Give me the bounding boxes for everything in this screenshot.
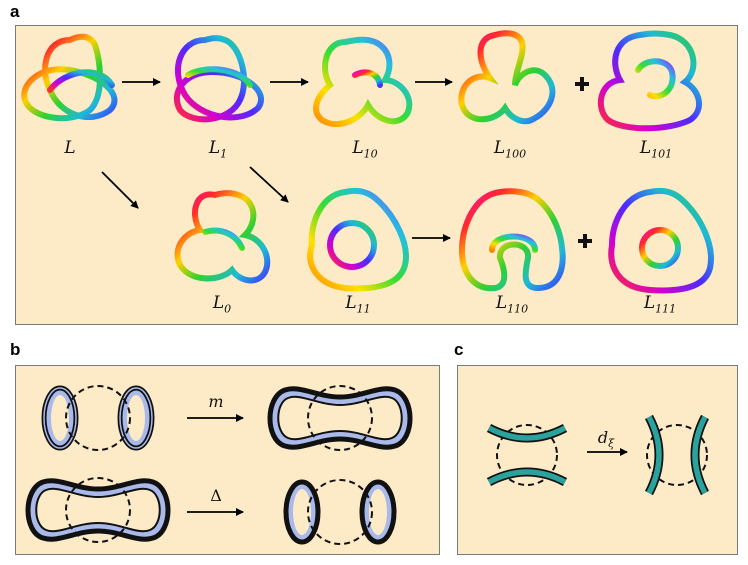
- knot-L11: [307, 187, 409, 292]
- label-L110: L110: [495, 293, 529, 316]
- label-L111: L111: [643, 293, 677, 316]
- arcs-vertical: [644, 414, 710, 496]
- arrow-L1-L11: [249, 166, 289, 203]
- merged-circle-bottom-left: [25, 477, 171, 543]
- arrow-L-L0: [101, 171, 139, 209]
- knot-L: [21, 33, 118, 122]
- knot-L101: [597, 30, 702, 132]
- label-L101: L101: [639, 138, 673, 161]
- knot-L10: [313, 36, 413, 127]
- knot-L1: [173, 35, 264, 123]
- plus-icon: [575, 77, 589, 91]
- label-delta: Δ: [210, 486, 222, 505]
- label-L100: L100: [493, 138, 527, 161]
- two-circles-bottom-right: [283, 479, 397, 545]
- arcs-horizontal: [486, 423, 568, 487]
- panel-b-letter: b: [10, 340, 21, 359]
- label-L1: L1: [208, 138, 228, 161]
- knot-L111: [608, 187, 714, 294]
- label-d-xi: dξ: [597, 428, 615, 451]
- knot-L100: [458, 30, 556, 125]
- panel-b-diagram: [25, 385, 413, 545]
- panel-a-letter: a: [10, 2, 20, 21]
- label-L: L: [64, 138, 76, 158]
- knot-L0: [174, 190, 271, 284]
- label-L0: L0: [212, 293, 232, 316]
- two-circles-top-left: [41, 385, 155, 451]
- panel-c-diagram: [486, 414, 710, 496]
- label-L10: L10: [352, 138, 378, 161]
- merged-circle-top-right: [267, 385, 413, 451]
- knot-L110: [458, 188, 566, 292]
- label-L11: L11: [345, 293, 371, 316]
- plus-icon: [578, 234, 592, 248]
- panel-c-letter: c: [454, 340, 464, 359]
- label-m: m: [208, 392, 224, 411]
- knot-diagrams: [21, 30, 714, 294]
